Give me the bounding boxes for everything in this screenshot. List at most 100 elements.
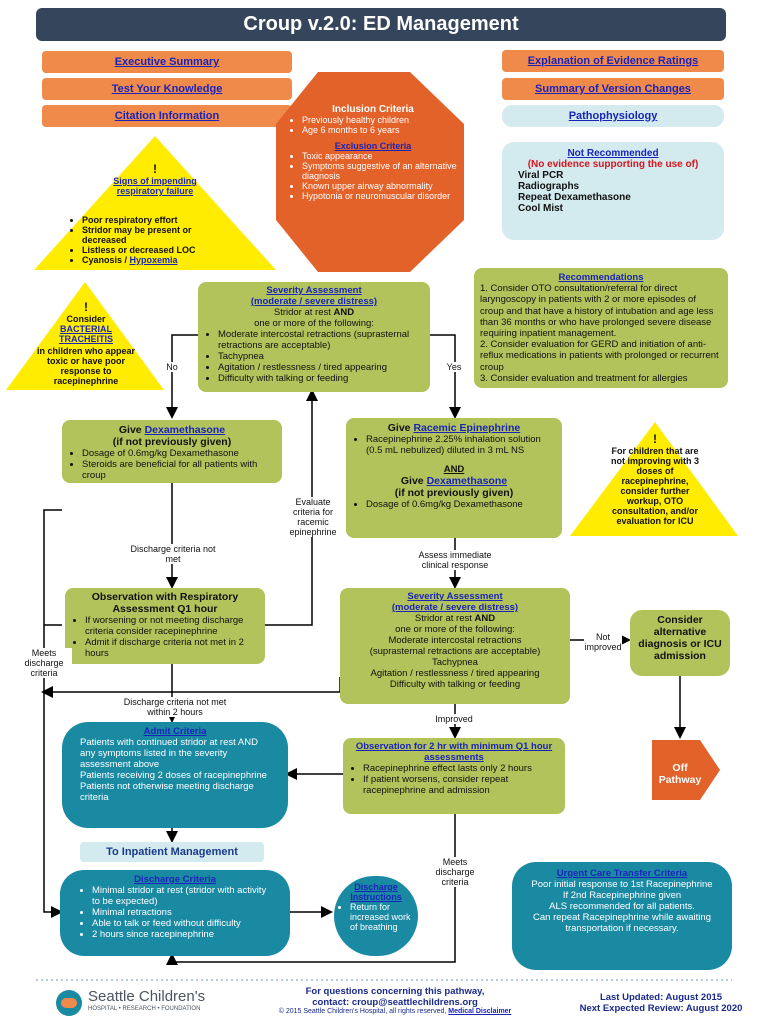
racemic-item2: Dosage of 0.6mg/kg Dexamethasone: [366, 499, 556, 510]
warning-bact-consider: Consider: [66, 314, 106, 324]
inclusion-octagon: [276, 72, 464, 272]
warning-resp-list: Poor respiratory effort Stridor may be p…: [68, 215, 238, 265]
warning-triangle-resp: [34, 136, 276, 270]
not-recommended-link[interactable]: Not Recommended: [567, 148, 659, 159]
severity-2-line: one or more of the following:: [395, 624, 515, 635]
admit-criteria-link[interactable]: Admit Criteria: [143, 726, 207, 737]
link-pathophysiology[interactable]: Pathophysiology: [502, 105, 724, 127]
not-recommended-list: Viral PCR Radiographs Repeat Dexamethaso…: [510, 170, 716, 214]
severity-1-item: Agitation / restlessness / tired appeari…: [218, 362, 424, 373]
medical-disclaimer-link[interactable]: Medical Disclaimer: [448, 1008, 512, 1015]
discharge-item: Minimal retractions: [92, 907, 272, 918]
discharge-criteria-box: Discharge Criteria Minimal stridor at re…: [60, 870, 290, 956]
observation-1-item: If worsening or not meeting discharge cr…: [85, 615, 259, 637]
exclusion-item: Symptoms suggestive of an alternative di…: [302, 161, 458, 181]
link-evidence-ratings[interactable]: Explanation of Evidence Ratings: [502, 50, 724, 72]
discharge-item: Minimal stridor at rest (stridor with ac…: [92, 885, 272, 907]
footer-dates: Last Updated: August 2015 Next Expected …: [566, 992, 756, 1014]
warning-resp-item: Poor respiratory effort: [82, 215, 238, 225]
dexa-give: Give: [118, 424, 145, 436]
label-dc-not-met: Discharge criteria not met: [128, 544, 218, 564]
bacterial-tracheitis-link[interactable]: BACTERIAL TRACHEITIS: [59, 324, 113, 344]
discharge-criteria-link[interactable]: Discharge Criteria: [134, 874, 216, 885]
label-improved: Improved: [428, 714, 480, 724]
observation-2-item: Racepinephrine effect lasts only 2 hours: [363, 763, 559, 774]
urgent-line: ALS recommended for all patients.: [549, 901, 695, 912]
severity-1-item: Difficulty with talking or feeding: [218, 373, 424, 384]
racemic-epinephrine-box: Give Racemic Epinephrine Racepinephrine …: [346, 418, 562, 538]
hypoxemia-link[interactable]: Hypoxemia: [129, 255, 178, 265]
link-executive-summary[interactable]: Executive Summary: [42, 51, 292, 73]
org-name: Seattle Children's: [88, 988, 206, 1005]
inpatient-management-label[interactable]: To Inpatient Management: [80, 842, 264, 862]
link-test-knowledge[interactable]: Test Your Knowledge: [42, 78, 292, 100]
urgent-care-box: Urgent Care Transfer Criteria Poor initi…: [512, 862, 732, 970]
warning-triangle-icu: [570, 422, 738, 536]
severity-2-line: Stridor at rest: [414, 613, 472, 624]
recommendation-item: 2. Consider evaluation for GERD and init…: [480, 339, 719, 373]
exclamation-icon: !: [153, 162, 157, 176]
exclusion-item: Hypotonia or neuromuscular disorder: [302, 191, 458, 201]
discharge-instructions-box: Discharge Instructions Return for increa…: [334, 876, 418, 956]
racemic-link[interactable]: Racemic Epinephrine: [413, 422, 521, 434]
observation-1-box: Observation with Respiratory Assessment …: [65, 588, 265, 664]
label-meets-dc: Meets discharge criteria: [16, 648, 72, 678]
racemic-item: Racepinephrine 2.25% inhalation solution…: [366, 434, 556, 456]
recommendation-item: 3. Consider evaluation and treatment for…: [480, 372, 688, 384]
discharge-instructions-item: Return for increased work of breathing: [350, 902, 414, 932]
racemic-sub2: (if not previously given): [394, 487, 514, 499]
footer-logo: Seattle Children's HOSPITAL • RESEARCH •…: [56, 988, 256, 1018]
exclamation-icon: !: [653, 432, 657, 446]
footer-contact: For questions concerning this pathway, c…: [270, 986, 520, 1008]
label-meets-dc-2: Meets discharge criteria: [428, 857, 482, 887]
discharge-item: Able to talk or feed without difficulty: [92, 918, 272, 929]
severity-assessment-2: Severity Assessment (moderate / severe d…: [340, 588, 570, 704]
last-updated: Last Updated: August 2015: [599, 992, 723, 1003]
alt-diagnosis-box: Consider alternative diagnosis or ICU ad…: [630, 610, 730, 676]
severity-1-line: Stridor at rest: [273, 307, 331, 318]
link-citation[interactable]: Citation Information: [42, 105, 292, 127]
urgent-care-link[interactable]: Urgent Care Transfer Criteria: [556, 868, 688, 879]
exclusion-title-link[interactable]: Exclusion Criteria: [334, 141, 412, 151]
racemic-dexa-link[interactable]: Dexamethasone: [426, 475, 508, 487]
severity-2-line: Difficulty with talking or feeding: [389, 679, 521, 690]
warning-icu-text: ! For children that are not improving wi…: [600, 432, 710, 526]
discharge-item: 2 hours since racepinephrine: [92, 929, 272, 940]
discharge-instructions-link[interactable]: Discharge Instructions: [350, 882, 402, 902]
observation-2-link[interactable]: Observation for 2 hr with minimum Q1 hou…: [355, 741, 553, 763]
recommendations-link[interactable]: Recommendations: [558, 272, 644, 283]
dexa-item: Steroids are beneficial for all patients…: [82, 459, 276, 481]
severity-1-link[interactable]: Severity Assessment: [266, 285, 362, 296]
dexamethasone-box: Give Dexamethasone (if not previously gi…: [62, 420, 282, 483]
recommendation-item: 1. Consider OTO consultation/referral fo…: [480, 283, 714, 340]
link-version-changes[interactable]: Summary of Version Changes: [502, 78, 724, 100]
resp-failure-link[interactable]: Signs of impending respiratory failure: [113, 176, 197, 196]
observation-1-item: Admit if discharge criteria not met in 2…: [85, 637, 259, 659]
footer-questions: For questions concerning this pathway,: [305, 986, 485, 997]
observation-1-title: Observation with Respiratory Assessment …: [91, 591, 239, 615]
warning-bact-detail: in children who appear toxic or have poo…: [36, 346, 135, 386]
label-no: No: [162, 362, 182, 372]
urgent-line: Poor initial response to 1st Racepinephr…: [531, 879, 713, 890]
label-not-improved: Not improved: [584, 632, 622, 652]
observation-2-box: Observation for 2 hr with minimum Q1 hou…: [343, 738, 565, 814]
inclusion-item: Previously healthy children: [302, 115, 458, 125]
dexamethasone-link[interactable]: Dexamethasone: [144, 424, 226, 436]
org-sub: HOSPITAL • RESEARCH • FOUNDATION: [88, 1006, 201, 1012]
severity-1-line: one or more of the following:: [254, 318, 374, 329]
not-recommended-box: Not Recommended (No evidence supporting …: [502, 142, 724, 240]
warning-bact-text: ! Consider BACTERIAL TRACHEITIS: [36, 300, 136, 344]
dexa-item: Dosage of 0.6mg/kg Dexamethasone: [82, 448, 276, 459]
severity-2-subtitle[interactable]: (moderate / severe distress): [391, 602, 519, 613]
severity-2-line: Tachypnea: [432, 657, 478, 668]
severity-2-line: (suprasternal retractions are acceptable…: [369, 646, 541, 657]
racemic-and: AND: [443, 464, 465, 475]
severity-2-link[interactable]: Severity Assessment: [407, 591, 503, 602]
severity-1-item: Tachypnea: [218, 351, 424, 362]
severity-1-and: AND: [333, 307, 355, 318]
footer-email[interactable]: contact: croup@seattlechildrens.org: [312, 997, 478, 1008]
severity-1-subtitle[interactable]: (moderate / severe distress): [250, 296, 378, 307]
warning-resp-cyanosis: Cyanosis /: [82, 255, 130, 265]
label-evaluate: Evaluate criteria for racemic epinephrin…: [282, 497, 344, 537]
